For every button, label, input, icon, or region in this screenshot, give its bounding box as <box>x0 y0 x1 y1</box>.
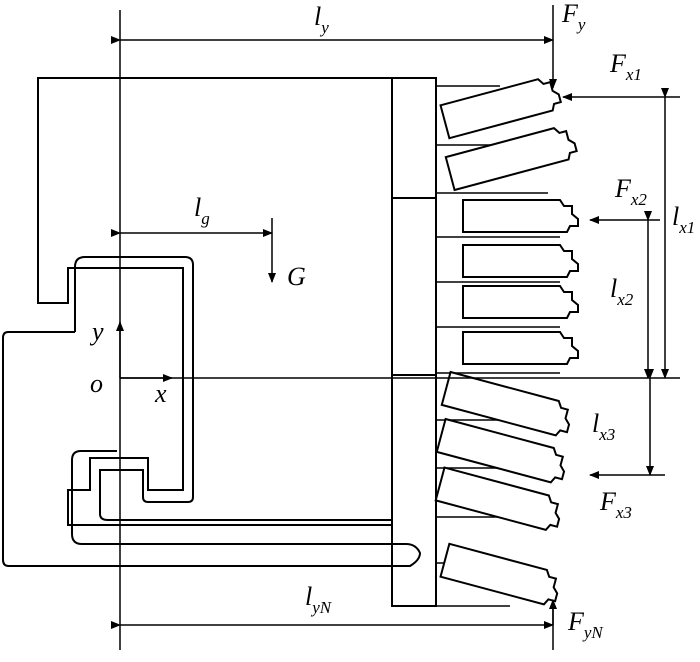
blade-3 <box>462 199 579 233</box>
blade-4 <box>462 244 579 278</box>
label-lg: lg <box>194 193 210 228</box>
blade-8 <box>435 417 566 484</box>
divider-plate <box>391 77 437 607</box>
label-Fx1: Fx1 <box>609 49 642 84</box>
label-lyN: lyN <box>305 582 333 617</box>
label-Fy: Fy <box>561 0 586 34</box>
blade-5 <box>462 285 579 319</box>
blade-10 <box>439 542 559 606</box>
label-FyN: FyN <box>567 607 604 642</box>
body-outline <box>37 77 393 526</box>
label-lx1: lx1 <box>672 202 695 237</box>
blade-6 <box>462 331 579 365</box>
blades <box>434 78 579 606</box>
label-x-axis: x <box>154 379 167 408</box>
lower-hook <box>2 331 422 567</box>
blade-1 <box>439 78 563 140</box>
label-lx2: lx2 <box>610 274 634 309</box>
blade-2 <box>444 127 578 192</box>
label-lx3: lx3 <box>592 409 615 444</box>
label-ly: ly <box>314 2 329 37</box>
label-G: G <box>287 262 306 291</box>
blade-7 <box>440 370 571 437</box>
label-y-axis: y <box>89 317 104 346</box>
label-Fx2: Fx2 <box>614 174 647 209</box>
label-Fx3: Fx3 <box>599 487 632 522</box>
inner-slot <box>74 256 392 521</box>
blade-9 <box>434 466 561 532</box>
label-origin: o <box>90 369 103 398</box>
